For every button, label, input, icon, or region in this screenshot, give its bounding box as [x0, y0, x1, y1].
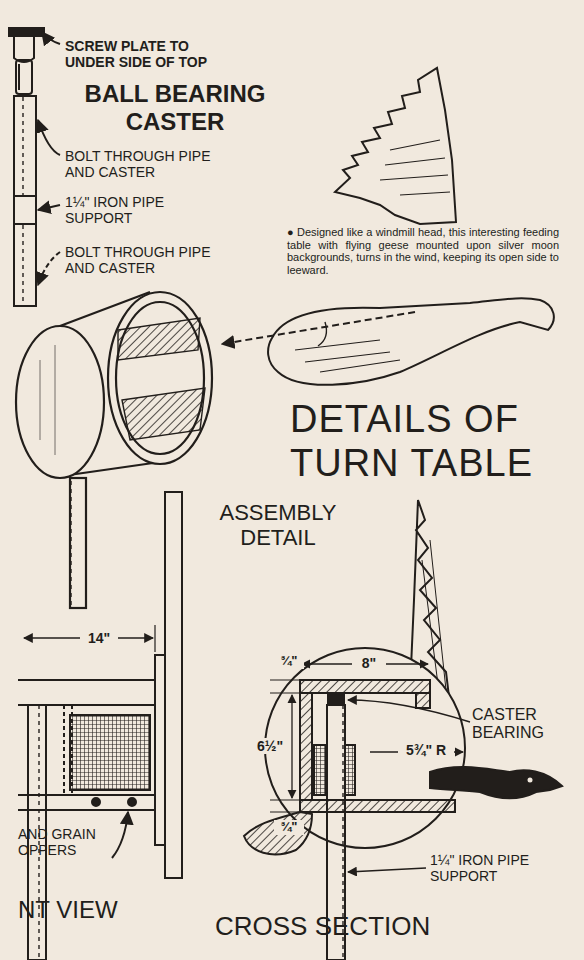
caster-and-pipe-stroke — [38, 252, 60, 285]
dimension-label: ¾" — [274, 654, 304, 669]
cross-section-stroke — [291, 695, 292, 798]
dimension-label: ¾" — [274, 820, 304, 835]
cross-section-stroke — [300, 693, 312, 800]
cross-section-stroke — [430, 767, 562, 798]
caster-and-pipe-stroke — [42, 32, 60, 44]
callout-label: 1¼" IRON PIPE SUPPORT — [430, 852, 560, 884]
cross-section-stroke — [416, 693, 430, 708]
dimension-label: 8" — [352, 655, 386, 671]
goose-silhouette-stroke — [222, 312, 415, 344]
goose-silhouette-stroke — [380, 140, 450, 195]
callout-label: AND GRAIN OPPERS — [18, 826, 113, 858]
turn-table-drum-stroke — [122, 388, 205, 440]
callout-label: BALL BEARING CASTER — [55, 80, 295, 135]
callout-label: BOLT THROUGH PIPE AND CASTER — [65, 244, 235, 276]
front-view-stroke — [70, 715, 150, 790]
caption-note: ● Designed like a windmill head, this in… — [287, 226, 559, 277]
cross-section-stroke — [345, 745, 355, 795]
callout-label: BOLT THROUGH PIPE AND CASTER — [65, 148, 235, 180]
callout-label: ASSEMBLY DETAIL — [198, 500, 358, 551]
caster-and-pipe-stroke — [38, 205, 60, 210]
front-view-stroke — [155, 655, 165, 845]
caster-and-pipe — [8, 28, 60, 306]
turn-table-drum-stroke — [116, 302, 204, 454]
turn-table-drum-stroke — [108, 292, 212, 464]
callout-label: CROSS SECTION — [215, 912, 475, 942]
goose-silhouette-stroke — [268, 298, 554, 385]
callout-label: SCREW PLATE TO UNDER SIDE OF TOP — [65, 38, 225, 70]
goose-silhouette-stroke — [318, 322, 326, 346]
dimension-label: 14" — [80, 630, 118, 646]
front-view — [18, 492, 182, 960]
dimension-label: 6½" — [252, 738, 288, 754]
turn-table-drum-stroke — [16, 326, 104, 478]
cross-section-stroke — [244, 812, 312, 854]
callout-label: CASTER BEARING — [472, 706, 567, 743]
caster-and-pipe-stroke — [14, 36, 34, 62]
caster-and-pipe-stroke — [38, 120, 60, 155]
turn-table-drum-stroke — [118, 318, 200, 360]
callout-label: NT VIEW — [18, 896, 168, 924]
front-view-stroke — [154, 625, 155, 652]
goose-silhouette-stroke — [295, 340, 400, 372]
cross-section-stroke — [314, 745, 326, 795]
cross-section-stroke — [348, 700, 470, 722]
front-view-stroke — [165, 492, 182, 878]
caster-and-pipe-stroke — [18, 64, 20, 90]
cross-section-stroke — [528, 778, 533, 783]
cross-section-stroke — [300, 680, 430, 693]
turn-table-drum-stroke — [70, 478, 86, 608]
dimension-label: 5¾" R — [398, 742, 454, 758]
caster-and-pipe-stroke — [14, 196, 36, 224]
front-view-stroke — [112, 812, 128, 858]
cross-section-stroke — [300, 800, 455, 812]
cross-section-stroke — [328, 695, 344, 705]
turn-table-drum-stroke — [40, 345, 55, 455]
cross-section-stroke — [348, 868, 426, 872]
callout-label: 1¼" IRON PIPE SUPPORT — [65, 194, 195, 226]
sheet-title: DETAILS OF TURN TABLE — [290, 398, 575, 485]
front-view-stroke — [92, 798, 100, 806]
caster-and-pipe-stroke — [16, 60, 32, 94]
goose-silhouette-stroke — [335, 68, 456, 224]
caster-and-pipe-stroke — [8, 28, 44, 36]
front-view-stroke — [128, 798, 136, 806]
caster-and-pipe-stroke — [14, 96, 36, 306]
